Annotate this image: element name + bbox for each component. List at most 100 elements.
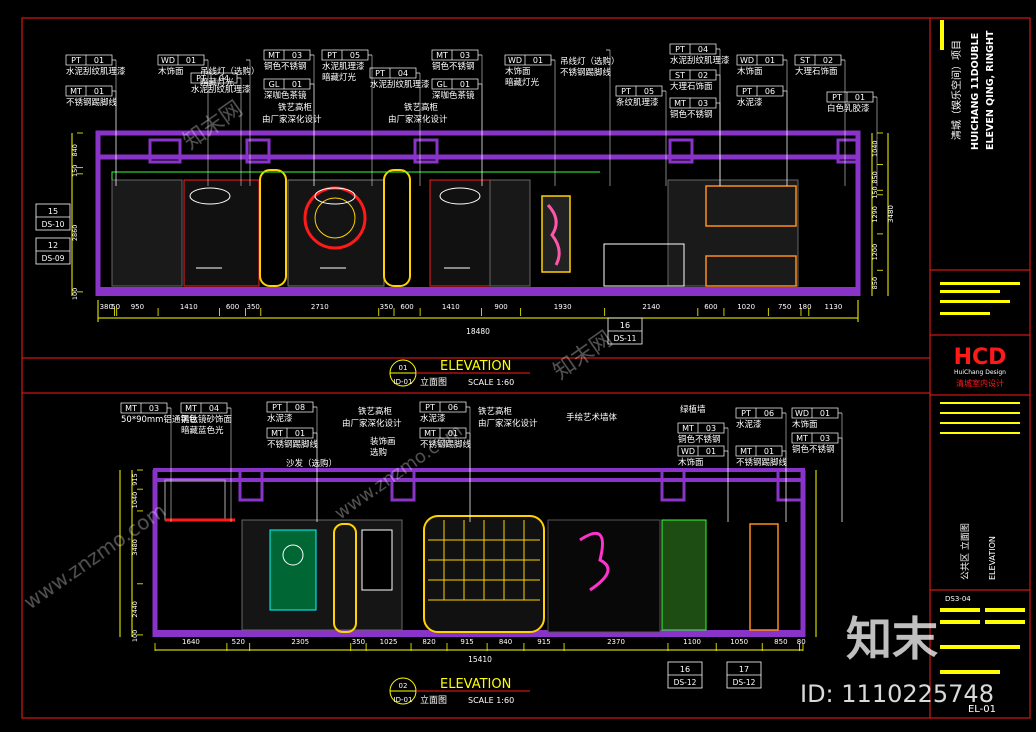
callout-label: 由厂家深化设计	[262, 114, 322, 125]
mark-sheet: DS-12	[733, 678, 756, 687]
shelf-line	[111, 171, 600, 180]
ceiling-drop	[148, 138, 182, 164]
dim-value: 840	[499, 638, 512, 646]
title-text: ELEVATION	[440, 359, 511, 374]
dim-value: 850	[871, 171, 879, 183]
callout-label: 手绘艺术墙体	[566, 412, 618, 423]
tag-description: 水泥刮纹肌理漆	[670, 55, 730, 66]
dim-value: 3480	[131, 539, 139, 556]
iron-cabinet	[383, 169, 411, 287]
tag-code: PT	[742, 87, 752, 96]
dim-value: 1410	[442, 303, 460, 311]
tb-drawing-no: DS3-04	[945, 595, 971, 603]
tag-description: 水泥漆	[736, 419, 762, 430]
tag-number: 08	[295, 403, 305, 412]
ceiling-feature	[164, 479, 226, 521]
mark-sheet: DS-09	[42, 254, 65, 263]
tb-logo-sub: HuiChang Design	[954, 369, 1006, 376]
tag-number: 06	[764, 409, 774, 418]
tag-code: MT	[796, 434, 808, 443]
wall-panel	[183, 179, 260, 287]
dim-value: 750	[778, 303, 791, 311]
tag-number: 01	[533, 56, 543, 65]
tag-code: MT	[271, 429, 283, 438]
tag-number: 03	[820, 434, 830, 443]
tag-description: 不锈钢踢脚线	[420, 439, 472, 450]
tag-description: 50*90mm铝通铜色	[121, 414, 198, 425]
tb-project-en2: ELEVEN QING, RINGHT	[985, 30, 996, 150]
dim-value: 350	[352, 638, 365, 646]
tag-description: 不锈钢踢脚线	[736, 457, 788, 468]
dim-value: 600	[704, 303, 717, 311]
wall-panel	[489, 179, 531, 287]
tag-number: 05	[644, 87, 654, 96]
dim-value: 915	[460, 638, 473, 646]
chandelier	[314, 187, 356, 205]
floor-slab	[155, 630, 803, 637]
dim-value: 100	[71, 288, 79, 300]
material-tag: 吊线灯（选购）不锈钢踢脚线	[560, 49, 620, 186]
callout-label: 沙发（选购）	[286, 458, 337, 469]
dim-value: 180	[798, 303, 811, 311]
dim-value: 150	[871, 186, 879, 198]
tag-number: 01	[855, 93, 865, 102]
tag-code: MT	[436, 51, 448, 60]
iron-cabinet	[259, 169, 287, 287]
tag-number: 03	[460, 51, 470, 60]
title-scale: SCALE 1:60	[468, 378, 514, 387]
dim-total: 15410	[468, 655, 492, 664]
callout-label: 铁艺高柜	[478, 406, 513, 417]
tag-number: 03	[698, 99, 708, 108]
bar-counter	[603, 243, 685, 287]
watermark-brand: 知末	[846, 612, 938, 666]
tb-company-cn: 清城室内设计	[956, 378, 1004, 388]
tag-code: WD	[681, 447, 695, 456]
tag-code: GL	[437, 80, 448, 89]
dim-value: 2440	[131, 601, 139, 618]
callout-label: 装饰画	[370, 436, 396, 447]
tag-code: PT	[621, 87, 631, 96]
tag-description: 白色乳胶漆	[827, 103, 870, 114]
round-feature-inner	[314, 197, 356, 239]
tag-number: 04	[209, 404, 219, 413]
wall-panel	[667, 179, 799, 287]
mark-id: 16	[620, 321, 630, 330]
tag-code: WD	[161, 56, 175, 65]
dim-value: 1200	[871, 244, 879, 261]
tag-description: 水泥刮纹肌理漆	[370, 79, 430, 90]
tag-description: 铜色不锈钢	[678, 434, 721, 445]
tag-description: 黑钛镜砂饰面	[181, 414, 233, 425]
art-stroke	[546, 203, 561, 266]
tag-number: 01	[765, 56, 775, 65]
dim-value: 2140	[642, 303, 660, 311]
painting	[269, 529, 317, 611]
dim-value: 1640	[182, 638, 200, 646]
title-badge-bottom: ID-01	[394, 378, 413, 386]
tag-description: 暗藏蓝色光	[181, 425, 224, 436]
dim-value: 1040	[131, 492, 139, 509]
dim-value: 350	[380, 303, 393, 311]
tag-code: MT	[740, 447, 752, 456]
tag-code: MT	[682, 424, 694, 433]
tag-code: MT	[185, 404, 197, 413]
wall-panel	[287, 179, 385, 287]
tag-code: PT	[327, 51, 337, 60]
tag-number: 03	[149, 404, 159, 413]
tag-number: 01	[94, 87, 104, 96]
tag-description: 吊线灯（选购）	[200, 66, 260, 77]
